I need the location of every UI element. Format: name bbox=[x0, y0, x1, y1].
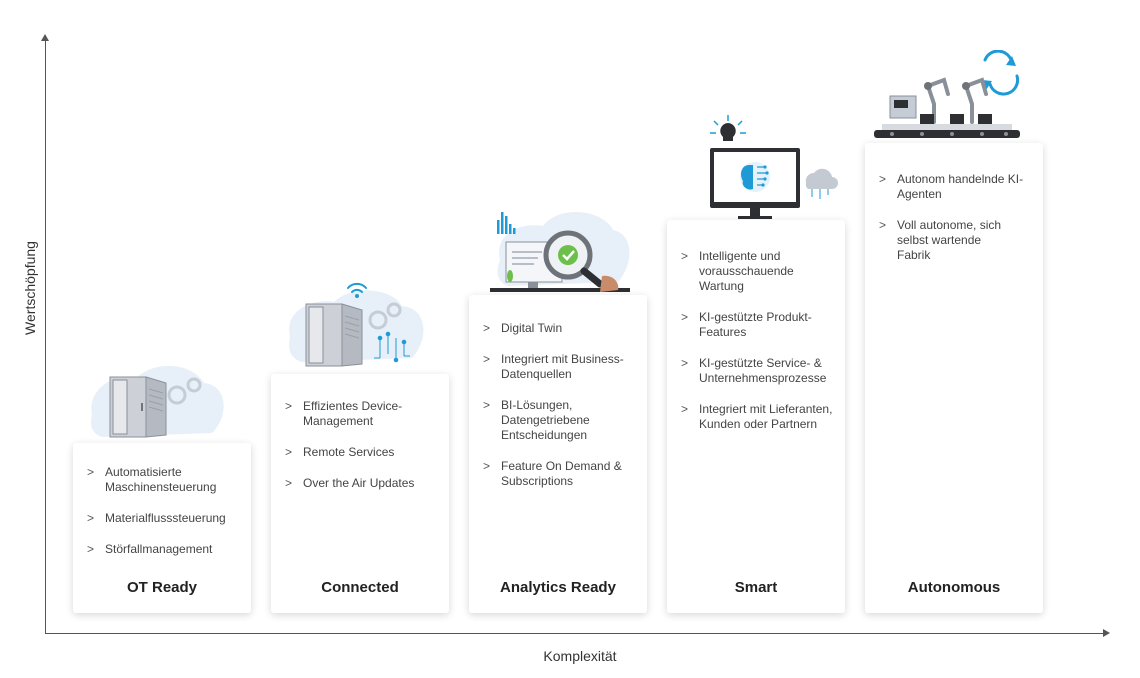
list-item: Intelligente und vorausschauende Wartung bbox=[681, 249, 824, 294]
stage-card-analytics-ready: Digital Twin Integriert mit Business-Dat… bbox=[469, 295, 647, 613]
y-axis-label: Wertschöpfung bbox=[22, 241, 38, 335]
robot-factory-icon bbox=[874, 50, 1020, 138]
stage-items: Automatisierte Maschinensteuerung Materi… bbox=[87, 465, 241, 573]
stage-card-autonomous: Autonom handelnde KI-Agenten Voll autono… bbox=[865, 143, 1043, 613]
stage-title: Smart bbox=[734, 579, 778, 596]
list-item: Over the Air Updates bbox=[285, 476, 439, 491]
list-item: Automatisierte Maschinensteuerung bbox=[87, 465, 225, 495]
list-item: Autonom handelnde KI-Agenten bbox=[879, 172, 1027, 202]
stage-title: Connected bbox=[321, 579, 399, 596]
x-axis-arrow bbox=[1103, 629, 1110, 637]
list-item: Feature On Demand & Subscriptions bbox=[483, 459, 631, 489]
list-item: Remote Services bbox=[285, 445, 439, 460]
list-item: Voll autonome, sich selbst wartende Fabr… bbox=[879, 218, 1017, 263]
list-item: Digital Twin bbox=[483, 321, 637, 336]
stage-items: Digital Twin Integriert mit Business-Dat… bbox=[483, 321, 637, 505]
stage-card-ot-ready: Automatisierte Maschinensteuerung Materi… bbox=[73, 443, 251, 613]
stage-title: Analytics Ready bbox=[500, 579, 616, 596]
x-axis bbox=[45, 633, 1103, 634]
y-axis bbox=[45, 40, 46, 633]
stage-title: Autonomous bbox=[907, 579, 1001, 596]
list-item: KI-gestützte Produkt-Features bbox=[681, 310, 819, 340]
stage-items: Effizientes Device-Management Remote Ser… bbox=[285, 399, 439, 507]
list-item: KI-gestützte Service- & Unternehmensproz… bbox=[681, 356, 839, 386]
list-item: Effizientes Device-Management bbox=[285, 399, 428, 429]
control-cabinet-icon bbox=[91, 365, 224, 438]
analytics-magnifier-icon bbox=[490, 212, 630, 292]
list-item: Materialflusssteuerung bbox=[87, 511, 241, 526]
stage-card-connected: Effizientes Device-Management Remote Ser… bbox=[271, 374, 449, 613]
stage-title: OT Ready bbox=[126, 579, 198, 596]
list-item: Störfallmanagement bbox=[87, 542, 241, 557]
connected-cabinet-icon bbox=[289, 282, 424, 367]
list-item: BI-Lösungen, Datengetriebene Entscheidun… bbox=[483, 398, 613, 443]
stage-items: Intelligente und vorausschauende Wartung… bbox=[681, 249, 835, 448]
list-item: Integriert mit Lieferanten, Kunden oder … bbox=[681, 402, 849, 432]
list-item: Integriert mit Business-Datenquellen bbox=[483, 352, 641, 382]
x-axis-label: Komplexität bbox=[543, 648, 617, 664]
stage-card-smart: Intelligente und vorausschauende Wartung… bbox=[667, 220, 845, 613]
y-axis-arrow bbox=[41, 34, 49, 41]
stage-items: Autonom handelnde KI-Agenten Voll autono… bbox=[879, 172, 1033, 279]
ai-monitor-icon bbox=[710, 115, 838, 219]
